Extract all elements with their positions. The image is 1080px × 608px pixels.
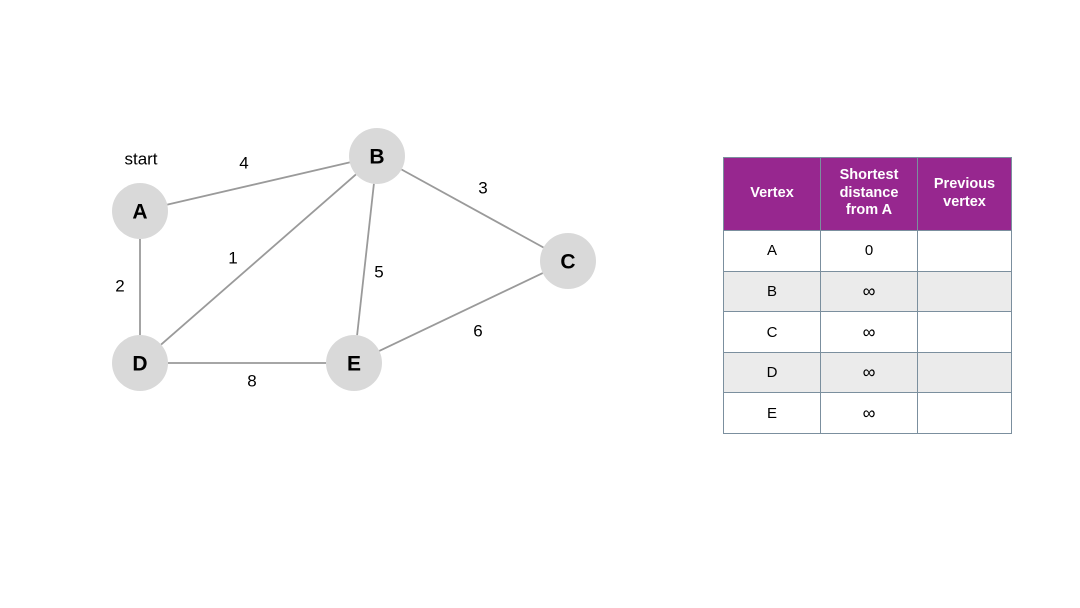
cell-previous-c[interactable] <box>917 311 1012 353</box>
node-label-d: D <box>132 353 147 376</box>
node-circle-a[interactable] <box>112 183 168 239</box>
cell-distance-e[interactable]: ∞ <box>820 392 918 435</box>
graph-edge-b-c <box>401 168 544 249</box>
column-header-line: Previous <box>933 175 996 192</box>
node-circle-c[interactable] <box>540 233 596 289</box>
cell-vertex-c[interactable]: C <box>723 311 821 353</box>
column-header-line: Vertex <box>750 184 794 201</box>
graph-edge-b-e <box>356 183 375 336</box>
column-header-line: Shortest <box>839 167 899 183</box>
graph-edge-weights-layer: 4 2 1 5 3 6 8 <box>115 154 487 391</box>
dijkstra-graph: A B C D E 4 2 1 5 3 6 8 start <box>112 128 596 391</box>
infinity-glyph: ∞ <box>862 362 876 383</box>
cell-previous-e[interactable] <box>917 392 1012 435</box>
column-header-line: distance <box>839 184 899 201</box>
node-label-b: B <box>369 146 384 169</box>
cell-vertex-b[interactable]: B <box>723 270 821 313</box>
graph-edge-b-d <box>160 173 357 346</box>
cell-previous-a[interactable] <box>917 230 1012 272</box>
node-circle-e[interactable] <box>326 335 382 391</box>
infinity-glyph: ∞ <box>862 321 876 342</box>
table-row: E∞ <box>723 392 1012 435</box>
edge-weight-b-c: 3 <box>478 179 487 198</box>
graph-node-e[interactable]: E <box>326 335 382 391</box>
edge-weight-a-d: 2 <box>115 277 124 296</box>
table-row: B∞ <box>723 270 1012 313</box>
cell-distance-d[interactable]: ∞ <box>820 351 918 394</box>
cell-distance-c[interactable]: ∞ <box>820 311 918 353</box>
graph-node-a[interactable]: A <box>112 183 168 239</box>
cell-vertex-e[interactable]: E <box>723 392 821 435</box>
cell-vertex-d[interactable]: D <box>723 351 821 394</box>
column-header-vertex: Vertex <box>723 156 821 232</box>
cell-previous-d[interactable] <box>917 351 1012 394</box>
cell-distance-b[interactable]: ∞ <box>820 270 918 313</box>
edge-weight-b-d: 1 <box>228 249 237 268</box>
table-row: D∞ <box>723 351 1012 394</box>
node-label-a: A <box>132 201 147 224</box>
start-annotation-label: start <box>124 150 157 169</box>
graph-node-c[interactable]: C <box>540 233 596 289</box>
cell-previous-b[interactable] <box>917 270 1012 313</box>
edge-weight-d-e: 8 <box>247 372 256 391</box>
table-row: C∞ <box>723 311 1012 353</box>
graph-node-b[interactable]: B <box>349 128 405 184</box>
edge-weight-b-e: 5 <box>374 263 383 282</box>
node-label-c: C <box>560 251 575 274</box>
graph-nodes-layer: A B C D E <box>112 128 596 391</box>
graph-edge-a-b <box>167 161 350 206</box>
infinity-glyph: ∞ <box>862 280 876 301</box>
edge-weight-a-b: 4 <box>239 154 248 173</box>
node-label-e: E <box>347 353 361 376</box>
infinity-glyph: ∞ <box>862 402 876 423</box>
column-header-line: from A <box>845 202 893 219</box>
column-header-line: vertex <box>943 193 986 210</box>
cell-distance-a[interactable]: 0 <box>820 230 918 272</box>
cell-vertex-a[interactable]: A <box>723 230 821 272</box>
graph-edge-c-e <box>378 272 544 352</box>
graph-node-d[interactable]: D <box>112 335 168 391</box>
edge-weight-c-e: 6 <box>473 322 482 341</box>
node-circle-d[interactable] <box>112 335 168 391</box>
node-circle-b[interactable] <box>349 128 405 184</box>
graph-edges-layer <box>139 161 544 364</box>
